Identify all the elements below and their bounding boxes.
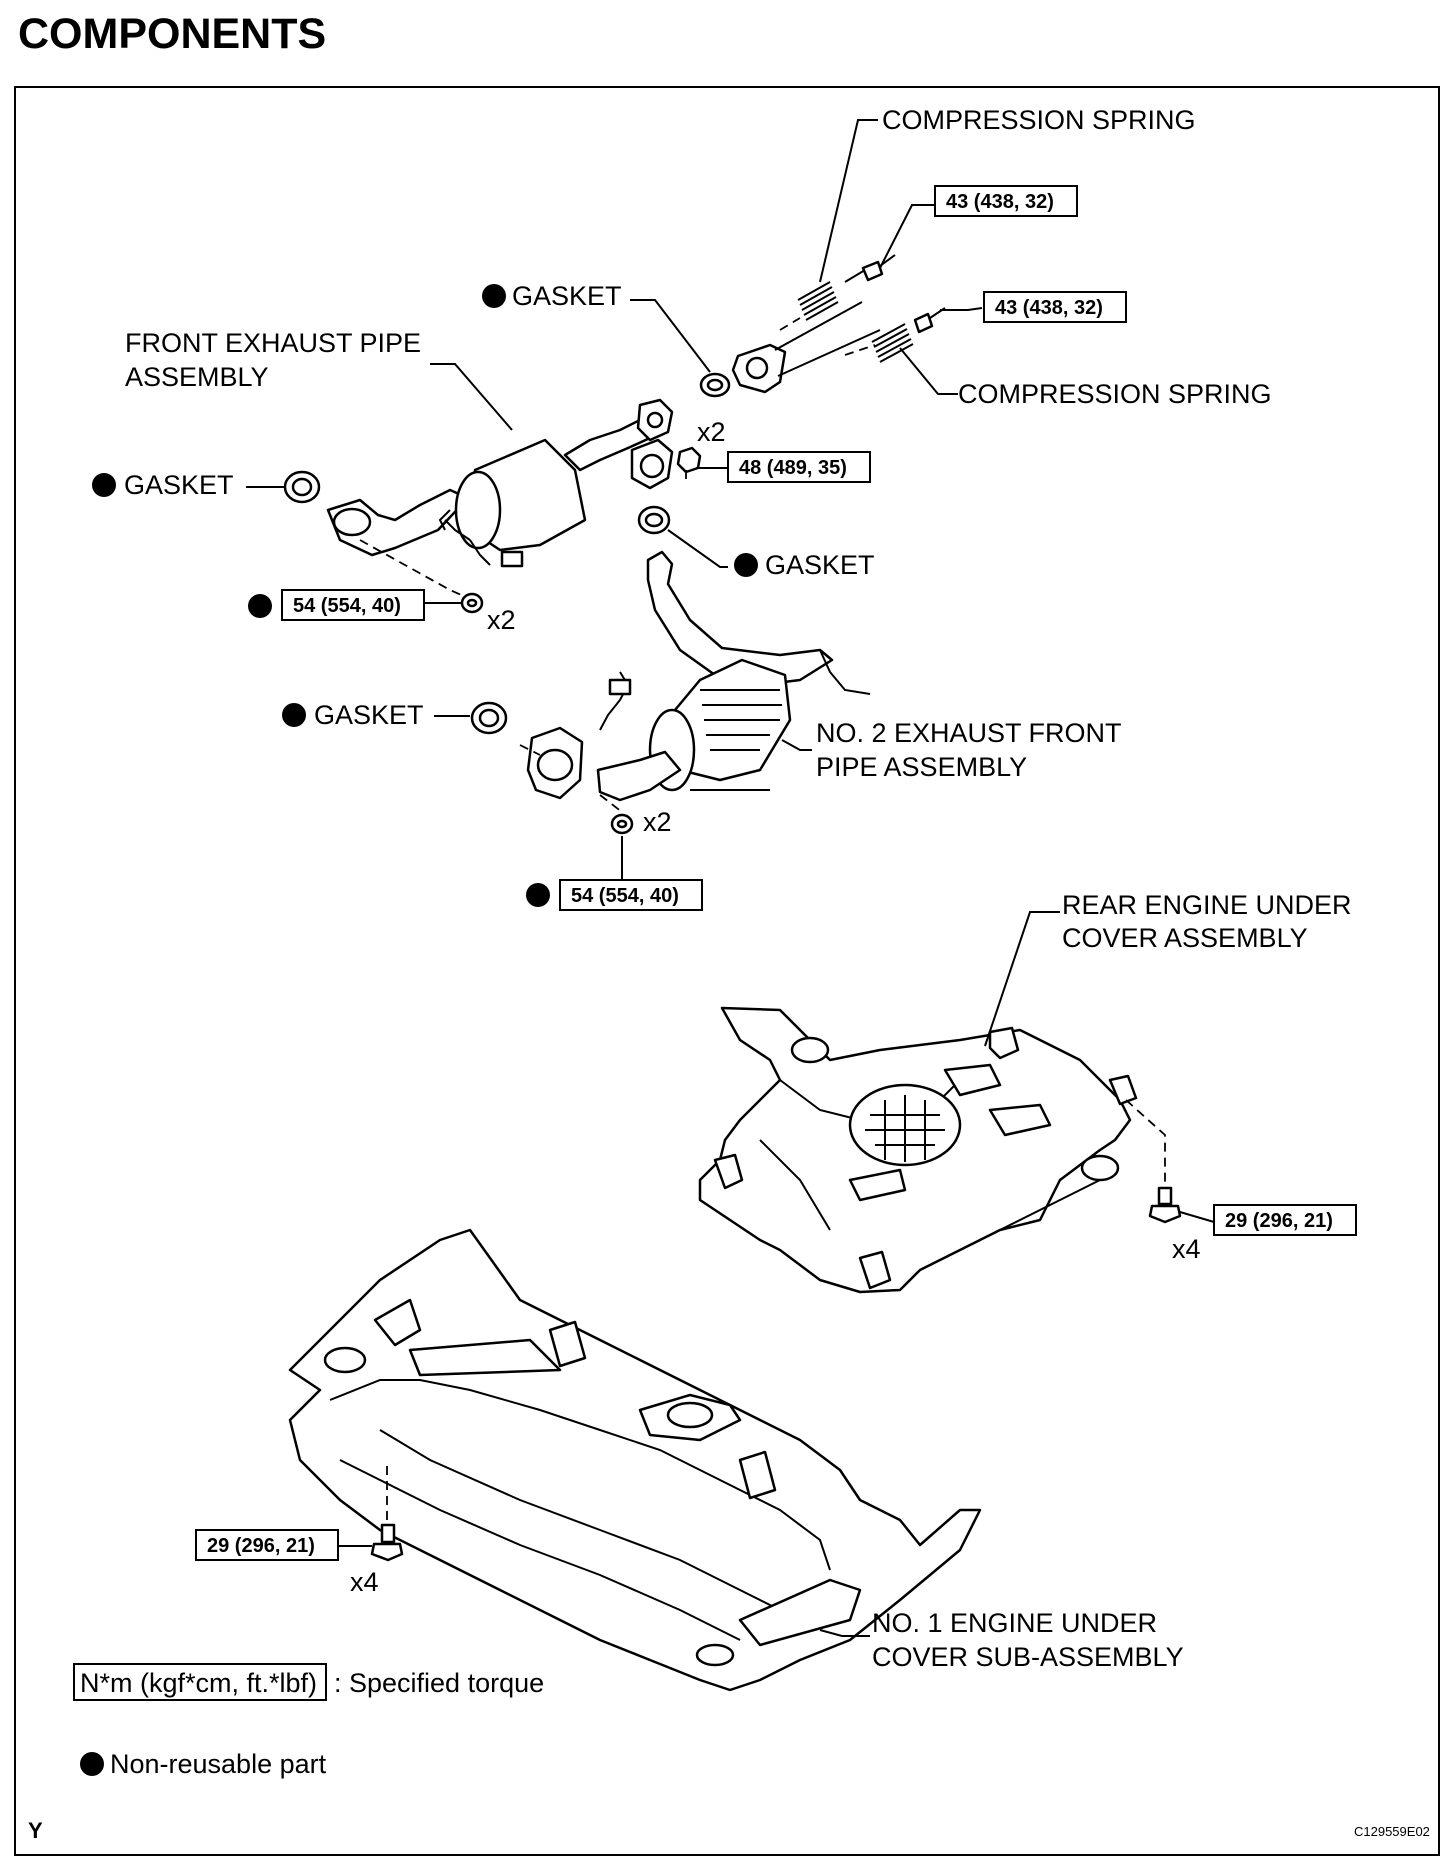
gasket-lower-label: GASKET (314, 700, 424, 730)
torque-no1-cover: 29 (296, 21) (207, 1535, 315, 1557)
gasket-lower (470, 701, 508, 735)
torque-box-no2-pipe (559, 879, 703, 911)
legend-torque-box (73, 1663, 327, 1701)
torque-spring-top: 43 (438, 32) (946, 191, 1054, 213)
legend-torque-text: : Specified torque (334, 1668, 544, 1698)
torque-box-front-pipe (281, 589, 425, 621)
qty-front-pipe-nut: x2 (487, 605, 516, 635)
rear-cover-bolt (1148, 1186, 1182, 1224)
non-reusable-dot-gasket-left (92, 473, 116, 497)
torque-box-spring-top (934, 185, 1078, 217)
qty-no2-pipe-nut: x2 (643, 807, 672, 837)
exhaust-flange-upper (731, 301, 881, 394)
diagram-frame (14, 86, 1440, 1856)
front-exhaust-label-1: FRONT EXHAUST PIPE (125, 328, 421, 358)
front-exhaust-label-2: ASSEMBLY (125, 362, 269, 392)
front-pipe-nut (460, 592, 484, 614)
gasket-top-label: GASKET (512, 281, 622, 311)
no1-engine-under-cover (288, 1228, 982, 1692)
figure-code: C129559E02 (1354, 1824, 1430, 1839)
qty-rear-cover-bolt: x4 (1172, 1234, 1201, 1264)
no1-cover-bolt (370, 1523, 404, 1562)
legend-torque-units: N*m (kgf*cm, ft.*lbf) (80, 1668, 317, 1698)
no2-exhaust-front-pipe-assembly (526, 550, 871, 802)
qty-no1-cover-bolt: x4 (350, 1567, 379, 1597)
gasket-middle-label: GASKET (765, 550, 875, 580)
rear-engine-under-cover (698, 1006, 1138, 1294)
compression-spring-top-label: COMPRESSION SPRING (882, 105, 1196, 135)
non-reusable-dot-gasket-middle (734, 553, 758, 577)
compression-spring-lower (871, 307, 946, 363)
non-reusable-dot-front-nut (248, 594, 272, 618)
gasket-middle (637, 505, 671, 535)
torque-front-pipe: 54 (554, 40) (293, 595, 401, 617)
no2-exhaust-label-2: PIPE ASSEMBLY (816, 752, 1027, 782)
non-reusable-dot-gasket-lower (282, 703, 306, 727)
qty-flange-nut: x2 (697, 417, 726, 447)
gasket-left-label: GASKET (124, 470, 234, 500)
torque-rear-cover: 29 (296, 21) (1225, 1210, 1333, 1232)
rear-cover-label-1: REAR ENGINE UNDER (1062, 890, 1352, 920)
torque-box-rear-cover (1213, 1204, 1357, 1236)
no2-exhaust-label-1: NO. 2 EXHAUST FRONT (816, 718, 1122, 748)
non-reusable-dot-no2-nut (526, 883, 550, 907)
no2-pipe-nut (610, 813, 634, 835)
torque-box-no1-cover (195, 1529, 339, 1561)
no1-cover-label-1: NO. 1 ENGINE UNDER (872, 1608, 1157, 1638)
torque-no2-pipe: 54 (554, 40) (571, 885, 679, 907)
corner-mark: Y (28, 1818, 43, 1843)
gasket-left (283, 470, 321, 504)
torque-box-spring-right (983, 291, 1127, 323)
page-title: COMPONENTS (18, 10, 327, 58)
torque-flange-nut: 48 (489, 35) (739, 457, 847, 479)
rear-cover-label-2: COVER ASSEMBLY (1062, 923, 1308, 953)
flange-nut (676, 446, 702, 480)
non-reusable-dot-gasket-top (482, 284, 506, 308)
torque-spring-right: 43 (438, 32) (995, 297, 1103, 319)
legend-non-reusable-text: Non-reusable part (110, 1749, 327, 1779)
legend-non-reusable-dot (80, 1752, 104, 1776)
torque-box-flange-nut (727, 451, 871, 483)
front-exhaust-pipe-assembly (326, 398, 674, 568)
compression-spring-right-label: COMPRESSION SPRING (958, 379, 1272, 409)
no1-cover-label-2: COVER SUB-ASSEMBLY (872, 1642, 1184, 1672)
gasket-top (699, 372, 731, 398)
